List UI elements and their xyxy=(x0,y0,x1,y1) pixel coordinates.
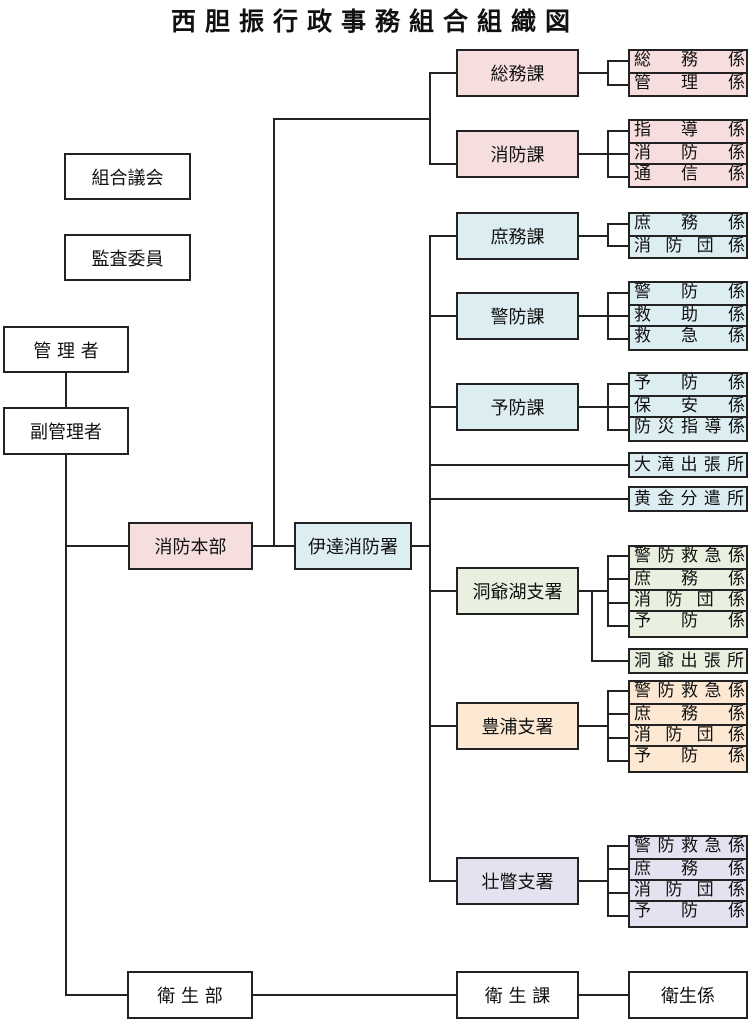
unit-item: 消防団係 xyxy=(630,724,746,745)
unit-item: 予防係 xyxy=(630,745,746,766)
toyako-branch: 洞爺湖支署 xyxy=(456,567,579,615)
otaki-office-box: 大滝出張所 xyxy=(628,452,748,478)
unit-item: 予防係 xyxy=(630,610,746,631)
unit-item: 防災指導係 xyxy=(630,416,746,437)
otaki-office-label: 大滝出張所 xyxy=(634,455,744,475)
prevention-section-units: 予防係 保安係 防災指導係 xyxy=(628,372,748,442)
unit-item: 予防係 xyxy=(630,900,746,921)
kogane-outpost-label: 黄金分遣所 xyxy=(634,489,744,509)
unit-item: 警防救急係 xyxy=(634,546,745,566)
toyoura-branch-units: 警防救急係 庶務係 消防団係 予防係 xyxy=(628,680,748,773)
unit-item: 保安係 xyxy=(630,395,746,416)
auditor-box: 監査委員 xyxy=(64,234,191,281)
assembly-box: 組合議会 xyxy=(64,153,191,200)
sobetsu-branch-units: 警防救急係 庶務係 消防団係 予防係 xyxy=(628,835,748,928)
fire-hq-box: 消防本部 xyxy=(128,522,253,570)
toyako-branch-units: 警防救急係 庶務係 消防団係 予防係 xyxy=(628,545,748,638)
unit-item: 庶務係 xyxy=(630,858,746,879)
unit-item: 消防係 xyxy=(630,142,746,163)
unit-item: 警防救急係 xyxy=(634,681,745,701)
toyoura-branch: 豊浦支署 xyxy=(456,702,579,750)
unit-item: 消防団係 xyxy=(630,235,746,256)
unit-item: 庶務係 xyxy=(630,568,746,589)
admin-section: 庶務課 xyxy=(456,212,579,260)
manager-box: 管 理 者 xyxy=(3,326,129,373)
unit-item: 消防団係 xyxy=(630,879,746,900)
unit-item: 総務係 xyxy=(634,50,745,70)
fire-section-units: 指導係 消防係 通信係 xyxy=(628,119,748,188)
general-affairs-section: 総務課 xyxy=(456,49,579,97)
unit-item: 警防救急係 xyxy=(634,836,745,856)
unit-item: 通信係 xyxy=(630,163,746,184)
unit-item: 予防係 xyxy=(634,373,745,393)
unit-item: 庶務係 xyxy=(630,703,746,724)
page-title: 西胆振行政事務組合組織図 xyxy=(170,7,579,36)
sanitation-section-box: 衛 生 課 xyxy=(456,971,579,1019)
admin-section-units: 庶務係 消防団係 xyxy=(628,212,748,259)
unit-item: 救急係 xyxy=(630,325,746,346)
prevention-section: 予防課 xyxy=(456,383,579,431)
general-affairs-units: 総務係 管理係 xyxy=(628,49,748,97)
sanitation-dept-box: 衛 生 部 xyxy=(127,971,253,1019)
unit-item: 警防係 xyxy=(634,282,745,302)
sobetsu-branch: 壮瞥支署 xyxy=(456,857,579,905)
defense-section: 警防課 xyxy=(456,292,579,340)
unit-item: 管理係 xyxy=(630,72,746,93)
vice-manager-box: 副管理者 xyxy=(3,407,129,455)
toya-office-label: 洞爺出張所 xyxy=(634,651,744,671)
toya-office-box: 洞爺出張所 xyxy=(628,648,748,674)
kogane-outpost-box: 黄金分遣所 xyxy=(628,486,748,512)
sanitation-unit-box: 衛生係 xyxy=(628,971,748,1019)
unit-item: 消防団係 xyxy=(630,589,746,610)
unit-item: 指導係 xyxy=(634,120,745,140)
date-fire-station-box: 伊達消防署 xyxy=(294,522,412,570)
unit-item: 救助係 xyxy=(630,304,746,325)
unit-item: 庶務係 xyxy=(634,213,745,233)
defense-section-units: 警防係 救助係 救急係 xyxy=(628,281,748,351)
fire-section: 消防課 xyxy=(456,130,579,178)
